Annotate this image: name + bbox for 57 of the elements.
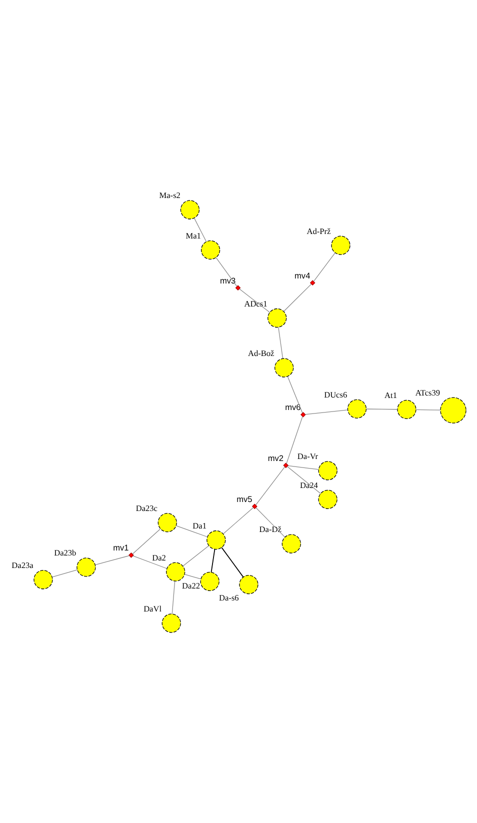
- node-circle: [318, 460, 338, 480]
- node-circle: [239, 574, 258, 594]
- connector: [210, 548, 216, 572]
- node-circle: [268, 308, 287, 328]
- node-label: mv4: [294, 270, 310, 280]
- connector: [221, 546, 244, 577]
- node-circle: [397, 399, 416, 419]
- node-circle: [76, 557, 96, 576]
- node-circle: [318, 489, 338, 508]
- connector: [216, 256, 238, 286]
- connector: [286, 466, 321, 494]
- node-circle: [180, 200, 200, 219]
- connector: [184, 574, 202, 579]
- connector: [239, 288, 270, 312]
- node-diamond: [310, 280, 316, 285]
- node-diamond: [128, 552, 134, 558]
- connector: [287, 376, 303, 413]
- connector: [182, 544, 210, 566]
- connector: [278, 326, 284, 358]
- node-circle: [162, 613, 181, 632]
- node-circle: [282, 534, 301, 553]
- connector: [172, 580, 176, 614]
- node-diamond: [300, 412, 306, 417]
- connector: [416, 408, 441, 410]
- connector: [94, 554, 130, 565]
- connector: [304, 409, 348, 414]
- node-label: mv2: [268, 452, 284, 462]
- node-circle: [200, 571, 220, 591]
- connector: [288, 464, 319, 470]
- node-circle: [166, 562, 186, 581]
- connector: [52, 568, 78, 577]
- node-circle: [158, 512, 177, 532]
- connector: [255, 466, 286, 505]
- node-circle: [347, 398, 367, 418]
- node-diamond: [283, 462, 289, 468]
- connector: [283, 283, 312, 312]
- connector: [132, 528, 161, 554]
- node-circle: [34, 570, 53, 589]
- node-label: mv3: [220, 274, 236, 285]
- connector: [313, 252, 336, 282]
- node-diamond: [235, 284, 241, 290]
- node-circle: [440, 396, 466, 423]
- connector: [132, 554, 168, 568]
- connector: [286, 416, 303, 464]
- node-label: mv6: [285, 402, 301, 412]
- node-label: mv5: [236, 493, 252, 504]
- node-circle: [274, 358, 294, 377]
- node-circle: [206, 530, 226, 550]
- node-circle: [200, 240, 220, 260]
- node-label: mv1: [113, 542, 129, 552]
- connector: [366, 408, 398, 410]
- connector: [222, 506, 254, 534]
- node-circle: [331, 235, 350, 254]
- node-diamond: [252, 503, 258, 509]
- connector: [176, 524, 208, 537]
- connector: [256, 506, 286, 537]
- connector: [194, 217, 207, 242]
